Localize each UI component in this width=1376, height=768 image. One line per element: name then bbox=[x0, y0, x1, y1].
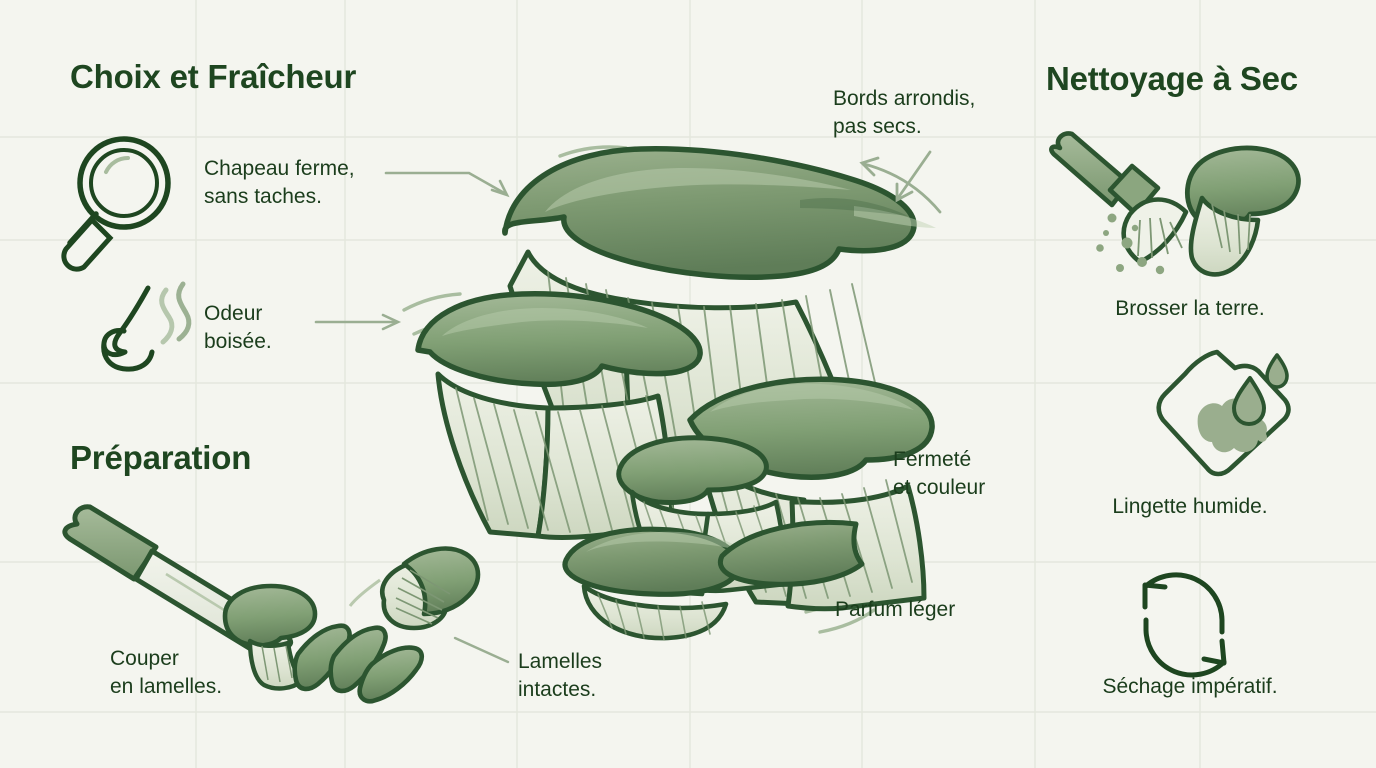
callout-lamelles-intactes: Lamelles intactes. bbox=[518, 650, 603, 701]
caption-lingette-humide: Lingette humide. bbox=[1112, 495, 1268, 518]
callout-couper-lamelles: Couper en lamelles. bbox=[110, 647, 223, 698]
sliced-mushroom-icon bbox=[222, 546, 481, 704]
callout-odeur-boisee: Odeur boisée. bbox=[204, 302, 272, 353]
leader-line-lamelles bbox=[453, 636, 510, 664]
damp-cloth-icon bbox=[1156, 349, 1291, 477]
leader-line-chapeau bbox=[384, 171, 510, 198]
caption-sechage-imperatif: Séchage impératif. bbox=[1102, 675, 1278, 698]
magnifier-icon bbox=[61, 136, 171, 272]
annotation-fermete-couleur: Fermeté et couleur bbox=[893, 448, 986, 499]
leader-arrows-bords bbox=[859, 150, 942, 214]
leader-line-odeur bbox=[314, 313, 402, 331]
annotation-parfum-leger: Parfum léger bbox=[835, 598, 956, 621]
section-title-preparation: Préparation bbox=[70, 439, 252, 476]
section-title-choix: Choix et Fraîcheur bbox=[70, 58, 357, 95]
caption-brosser-terre: Brosser la terre. bbox=[1115, 297, 1265, 320]
nose-smell-icon bbox=[101, 281, 192, 372]
callout-chapeau-ferme: Chapeau ferme, sans taches. bbox=[204, 157, 355, 208]
oyster-mushroom-cluster bbox=[402, 145, 936, 641]
brush-mushroom-icon bbox=[1049, 131, 1301, 277]
section-title-nettoyage: Nettoyage à Sec bbox=[1046, 60, 1298, 97]
rotate-dry-icon bbox=[1142, 572, 1227, 678]
annotation-bords-arrondis: Bords arrondis, pas secs. bbox=[833, 87, 976, 138]
